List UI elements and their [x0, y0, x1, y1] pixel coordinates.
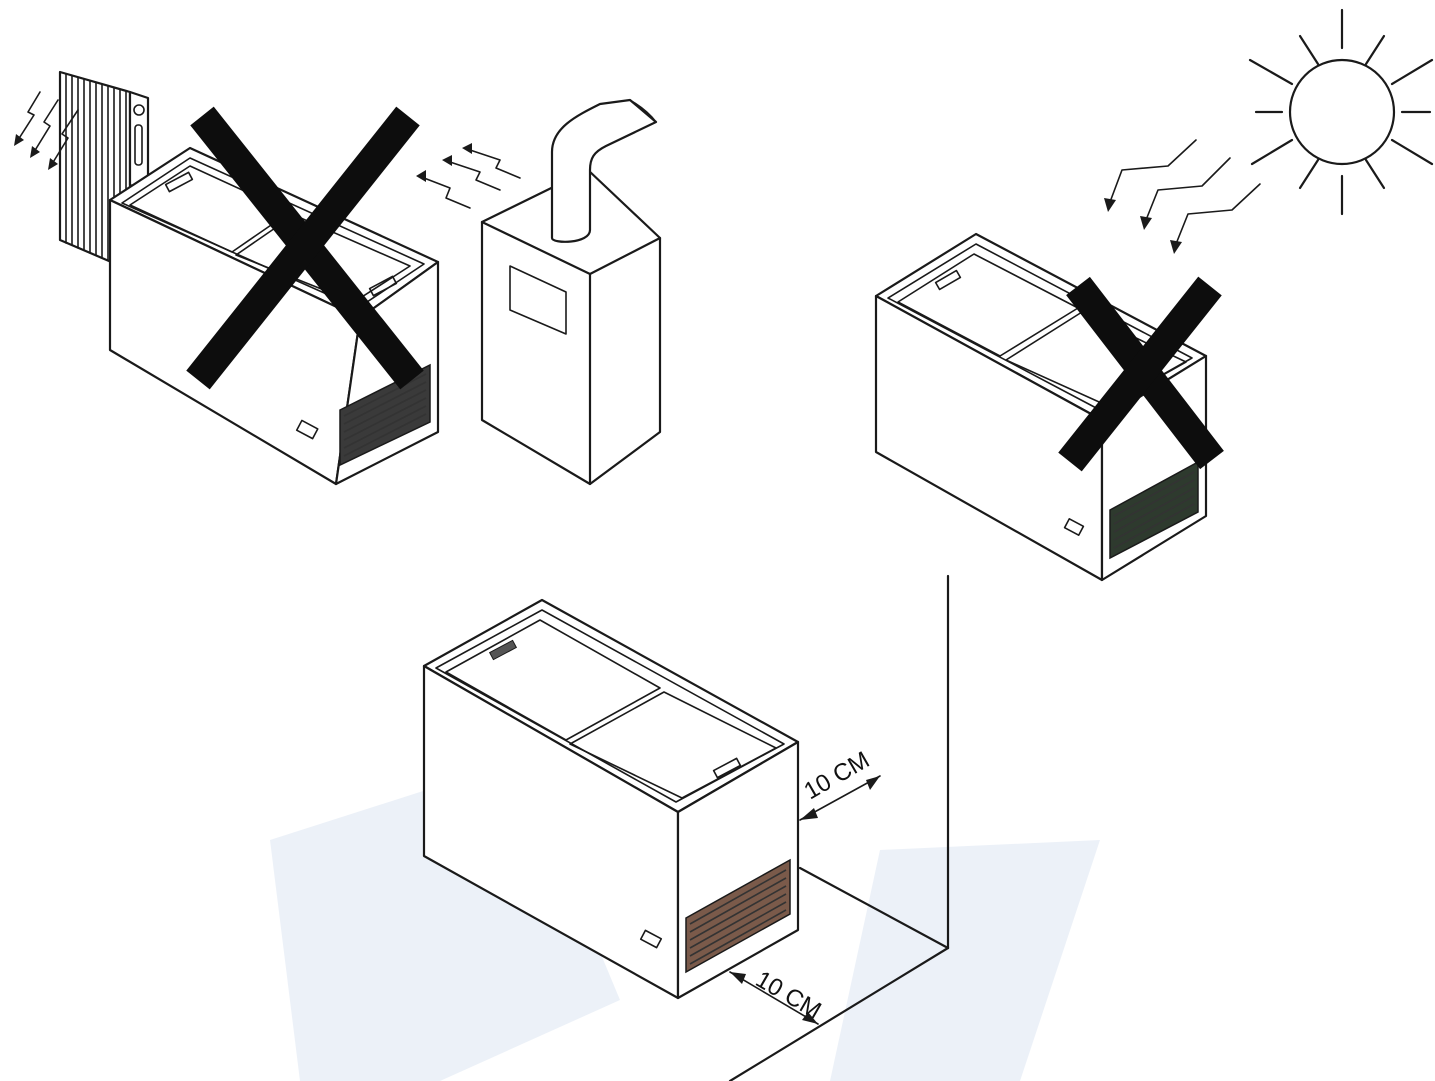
wall-corner: [728, 574, 950, 1081]
panel-clearance: 10 CM 10 CM: [422, 574, 950, 1081]
sun-icon: [1248, 8, 1434, 216]
heat-wave-icon: [416, 143, 521, 209]
back-clearance-dimension: 10 CM: [729, 966, 826, 1025]
prohibited-cross-icon: [186, 106, 424, 390]
panel-sunlight: [874, 8, 1434, 582]
freezer-illustration: [422, 598, 800, 1000]
side-clearance-label: 10 CM: [800, 746, 875, 805]
panel-heat-sources: [14, 70, 662, 486]
heat-wave-icon: [14, 91, 79, 170]
side-clearance-dimension: 10 CM: [799, 746, 881, 821]
prohibited-cross-icon: [1058, 276, 1224, 472]
back-clearance-label: 10 CM: [751, 966, 826, 1025]
sun-ray-icon: [1104, 139, 1261, 254]
heater-icon: [480, 98, 662, 486]
